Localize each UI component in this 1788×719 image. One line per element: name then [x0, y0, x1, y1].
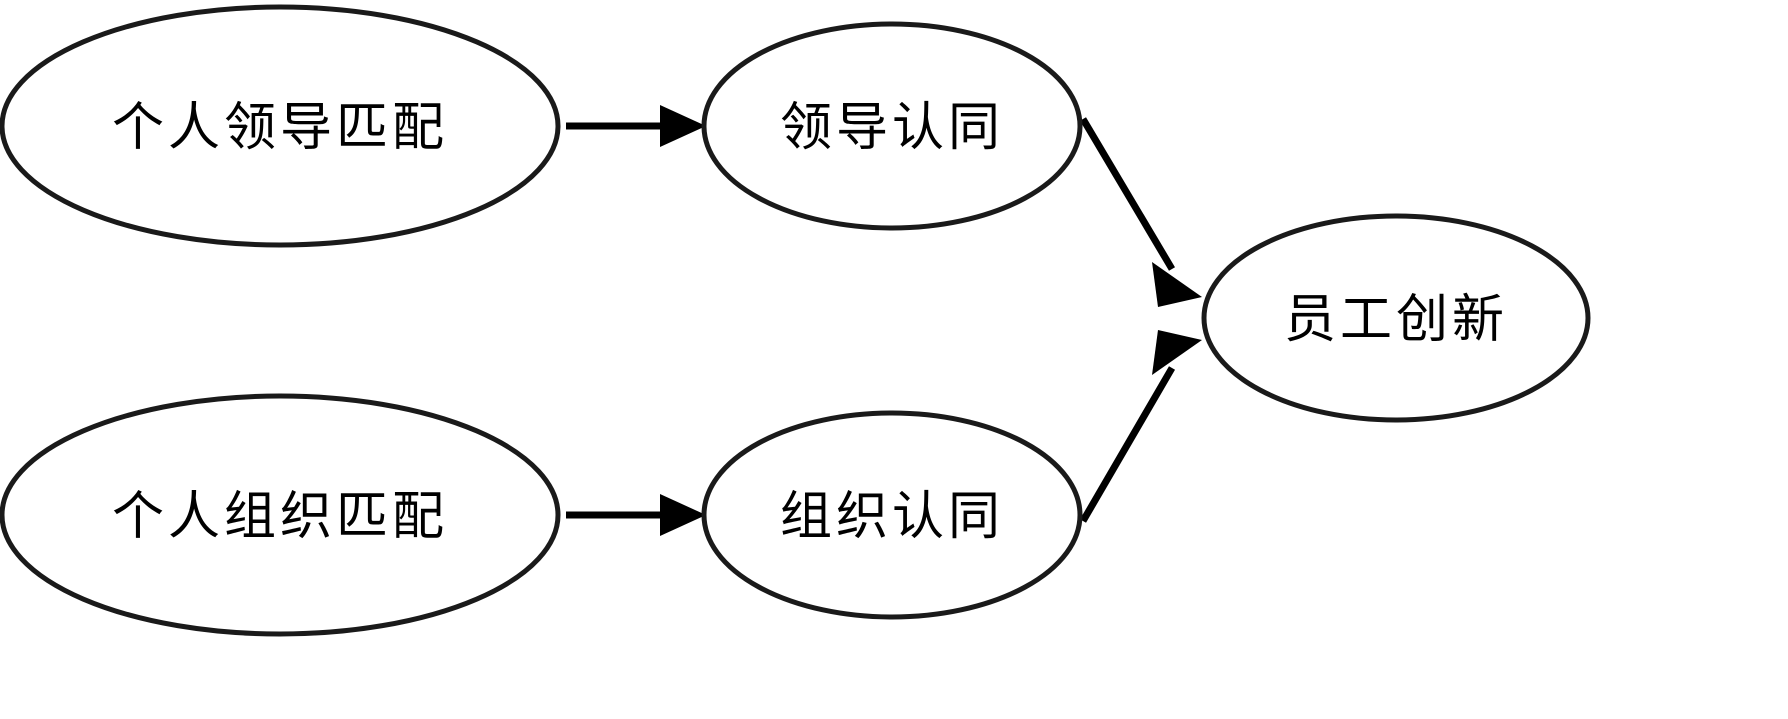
node-person-organization-fit-shape[interactable] [0, 393, 561, 637]
node-person-leader-fit[interactable]: 个人领导匹配 [0, 4, 561, 248]
arrowhead-plf-li [660, 105, 706, 147]
edge-organization-identification-to-employee-innovation [1079, 330, 1202, 523]
node-person-organization-fit-label: 个人组织匹配 [112, 487, 448, 547]
node-organization-identification-label: 组织认同 [780, 487, 1004, 547]
arrowhead-pof-oi [660, 494, 706, 536]
edge-person-organization-fit-to-organization-identification [566, 494, 706, 536]
node-organization-identification[interactable]: 组织认同 [701, 410, 1083, 620]
node-leader-identification-label: 领导认同 [780, 98, 1004, 158]
node-person-leader-fit-label: 个人领导匹配 [112, 98, 448, 158]
edge-line-oi-ei [1079, 366, 1176, 523]
node-person-leader-fit-shape[interactable] [0, 4, 561, 248]
node-employee-innovation-shape[interactable] [1201, 213, 1591, 423]
arrowhead-li-ei [1152, 262, 1202, 307]
node-leader-identification-shape[interactable] [701, 21, 1083, 231]
node-person-organization-fit[interactable]: 个人组织匹配 [0, 393, 561, 637]
arrowhead-oi-ei [1152, 330, 1202, 375]
edge-line-li-ei [1079, 117, 1176, 271]
node-organization-identification-shape[interactable] [701, 410, 1083, 620]
node-leader-identification[interactable]: 领导认同 [701, 21, 1083, 231]
edge-leader-identification-to-employee-innovation [1079, 117, 1202, 307]
node-employee-innovation-label: 员工创新 [1284, 290, 1508, 350]
edge-person-leader-fit-to-leader-identification [566, 105, 706, 147]
node-employee-innovation[interactable]: 员工创新 [1201, 213, 1591, 423]
